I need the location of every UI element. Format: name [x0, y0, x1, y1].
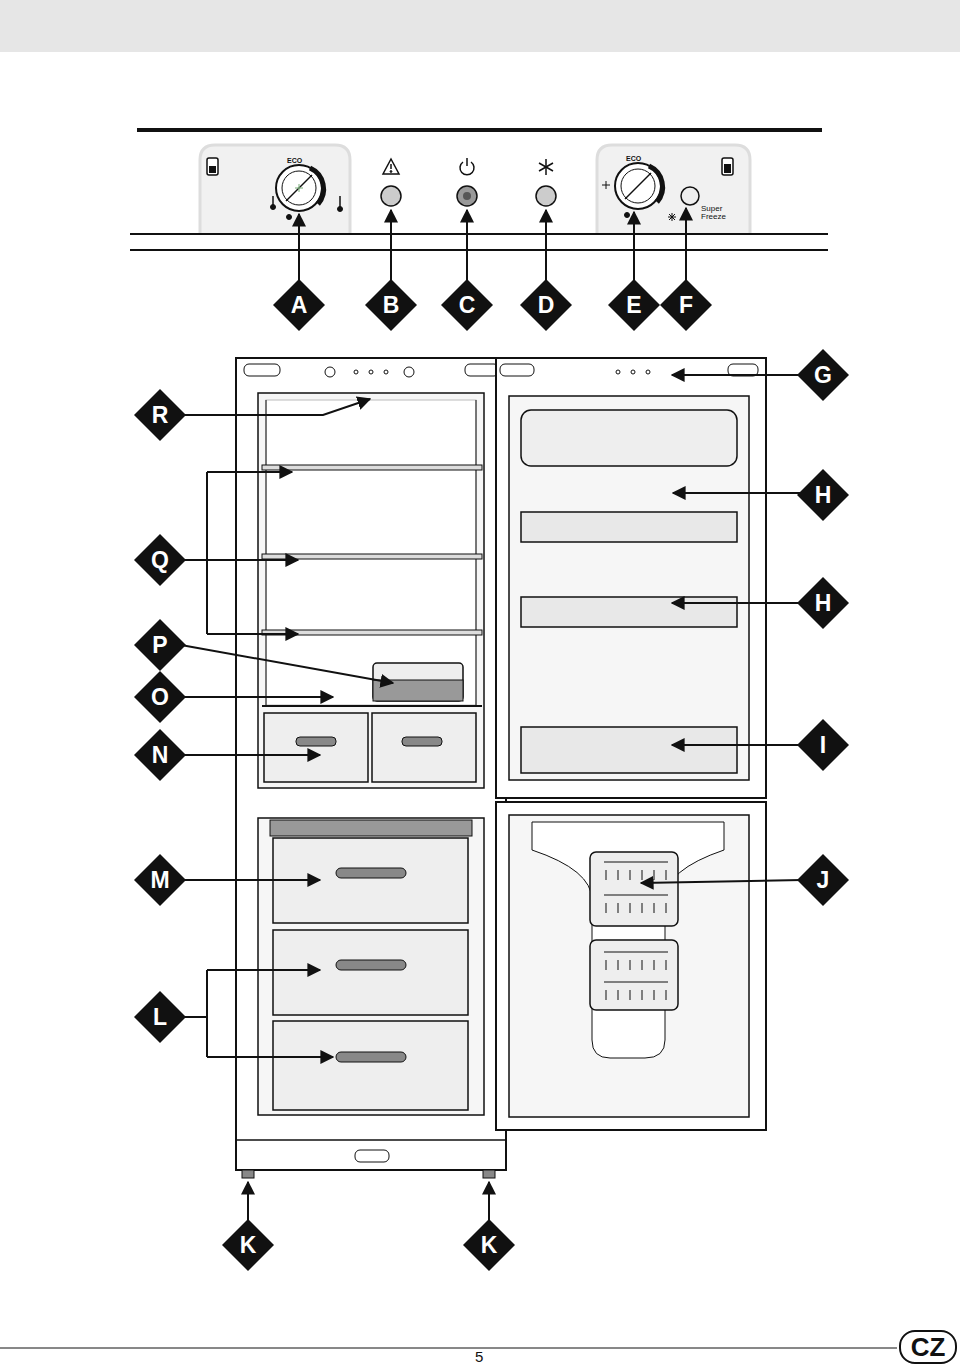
- callout-diamond: H: [797, 577, 849, 629]
- callout-letter: N: [152, 744, 169, 767]
- callout-letter: H: [815, 484, 832, 507]
- callout-diamond: F: [660, 279, 712, 331]
- callout-letter: F: [679, 294, 693, 317]
- callout-diamond: A: [273, 279, 325, 331]
- callout-diamond: K: [222, 1219, 274, 1271]
- callout-letter: Q: [151, 549, 169, 572]
- callout-letter: G: [814, 364, 832, 387]
- callout-letter: B: [383, 294, 400, 317]
- language-badge: CZ: [899, 1330, 957, 1364]
- callout-letter: K: [240, 1234, 257, 1257]
- callout-diamond: D: [520, 279, 572, 331]
- callout-diamond: H: [797, 469, 849, 521]
- callout-letter: O: [151, 686, 169, 709]
- callout-diamond: E: [608, 279, 660, 331]
- leader-lines: [181, 208, 802, 1224]
- callout-letter: A: [291, 294, 308, 317]
- callout-diamond: N: [134, 729, 186, 781]
- callout-letter: E: [626, 294, 641, 317]
- callout-letter: L: [153, 1006, 167, 1029]
- callout-diamond: P: [134, 619, 186, 671]
- panel-label: ECO: [626, 155, 656, 162]
- callout-diamond: K: [463, 1219, 515, 1271]
- callout-diamond: Q: [134, 534, 186, 586]
- control-panel: [130, 130, 828, 250]
- callout-diamond: R: [134, 389, 186, 441]
- callout-letter: P: [152, 634, 167, 657]
- callout-letter: I: [820, 734, 826, 757]
- callout-diamond: G: [797, 349, 849, 401]
- header-band: [0, 0, 960, 52]
- callout-diamond: B: [365, 279, 417, 331]
- callout-letter: C: [459, 294, 476, 317]
- callout-diamond: O: [134, 671, 186, 723]
- panel-label: Super Freeze: [701, 205, 739, 222]
- callout-letter: H: [815, 592, 832, 615]
- callout-diamond: C: [441, 279, 493, 331]
- panel-label: ECO: [287, 157, 317, 164]
- language-code: CZ: [911, 1334, 946, 1360]
- footer-rule: [0, 1348, 897, 1349]
- callout-diamond: J: [797, 854, 849, 906]
- callout-letter: R: [152, 404, 169, 427]
- callout-diamond: I: [797, 719, 849, 771]
- fridge-body: [236, 358, 766, 1178]
- callout-letter: K: [481, 1234, 498, 1257]
- callout-letter: J: [817, 869, 830, 892]
- callout-letter: D: [538, 294, 555, 317]
- callout-letter: M: [150, 869, 169, 892]
- callout-diamond: L: [134, 991, 186, 1043]
- callout-diamond: M: [134, 854, 186, 906]
- page-number: 5: [475, 1349, 505, 1365]
